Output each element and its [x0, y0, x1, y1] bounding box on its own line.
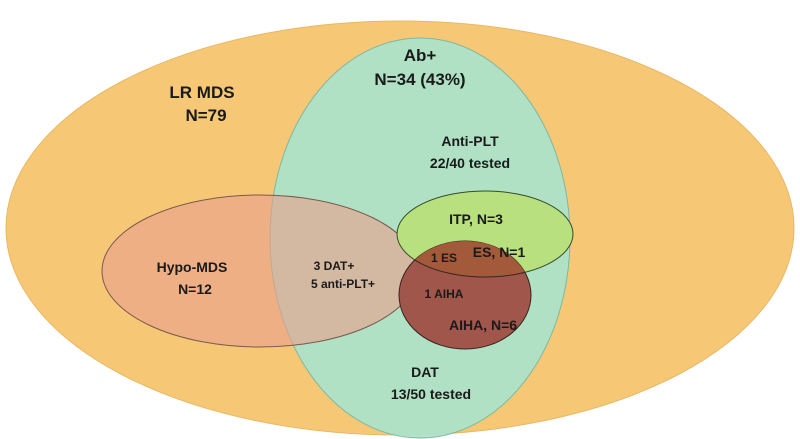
dat-title: DAT	[411, 364, 439, 380]
anti-plt-tested: 22/40 tested	[430, 155, 510, 171]
hypo-mds-title: Hypo-MDS	[157, 259, 228, 275]
dat-tested: 13/50 tested	[391, 386, 471, 402]
overlap-antiplt-label: 5 anti-PLT+	[311, 277, 375, 291]
hypo-mds-ellipse	[101, 194, 419, 348]
anti-plt-title: Anti-PLT	[441, 133, 499, 149]
lr-mds-title: LR MDS	[169, 83, 234, 102]
ab-plus-title: Ab+	[404, 46, 437, 65]
lr-mds-count: N=79	[185, 106, 226, 125]
aiha-label: AIHA, N=6	[449, 317, 517, 333]
itp-label: ITP, N=3	[449, 211, 503, 227]
es-label: ES, N=1	[473, 244, 526, 260]
hypo-mds-count: N=12	[178, 281, 212, 297]
ab-plus-count: N=34 (43%)	[374, 70, 465, 89]
one-aiha-label: 1 AIHA	[425, 287, 464, 301]
overlap-dat-label: 3 DAT+	[314, 259, 355, 273]
one-es-label: 1 ES	[431, 251, 457, 265]
